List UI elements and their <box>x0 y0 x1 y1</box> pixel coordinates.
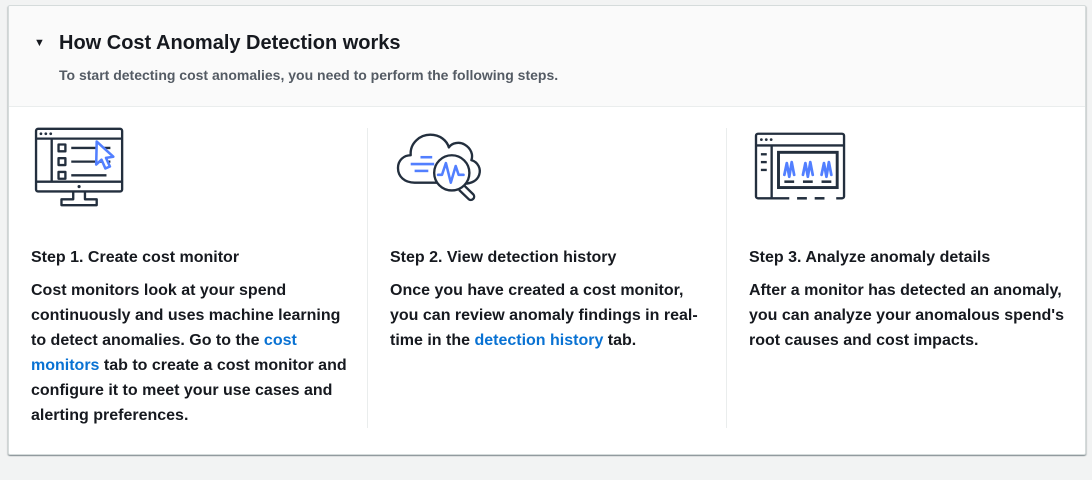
column-divider <box>726 128 727 428</box>
collapse-triangle-icon[interactable]: ▼ <box>34 36 45 49</box>
how-it-works-panel: ▼ How Cost Anomaly Detection works To st… <box>8 5 1086 455</box>
step-3-column: Step 3. Analyze anomaly details After a … <box>727 107 1085 454</box>
step-1-body: Cost monitors look at your spend continu… <box>31 278 347 428</box>
step-1-text-after: tab to create a cost monitor and configu… <box>31 357 347 424</box>
step-2-title: Step 2. View detection history <box>390 249 617 266</box>
column-divider <box>367 128 368 428</box>
window-anomaly-chart-icon <box>749 122 1065 212</box>
expandable-section-header[interactable]: ▼ How Cost Anomaly Detection works To st… <box>9 6 1085 107</box>
cloud-search-icon <box>390 122 706 212</box>
step-2-body: Once you have created a cost monitor, yo… <box>390 278 706 353</box>
step-2-text-before: Once you have created a cost monitor, yo… <box>390 282 698 349</box>
steps-container: Step 1. Create cost monitor Cost monitor… <box>9 107 1085 454</box>
step-2-column: Step 2. View detection history Once you … <box>368 107 726 454</box>
monitor-cursor-icon <box>31 122 347 212</box>
step-3-body: After a monitor has detected an anomaly,… <box>749 278 1065 353</box>
cost-monitors-link[interactable]: cost monitors <box>31 332 297 374</box>
step-1-column: Step 1. Create cost monitor Cost monitor… <box>9 107 367 454</box>
panel-subtitle: To start detecting cost anomalies, you n… <box>59 67 559 83</box>
step-1-text-before: Cost monitors look at your spend continu… <box>31 282 341 349</box>
detection-history-link[interactable]: detection history <box>474 332 604 349</box>
panel-title: How Cost Anomaly Detection works <box>59 32 401 54</box>
step-3-text-before: After a monitor has detected an anomaly,… <box>749 282 1065 349</box>
step-3-title: Step 3. Analyze anomaly details <box>749 249 991 266</box>
step-2-text-after: tab. <box>603 332 637 349</box>
step-1-title: Step 1. Create cost monitor <box>31 249 240 266</box>
